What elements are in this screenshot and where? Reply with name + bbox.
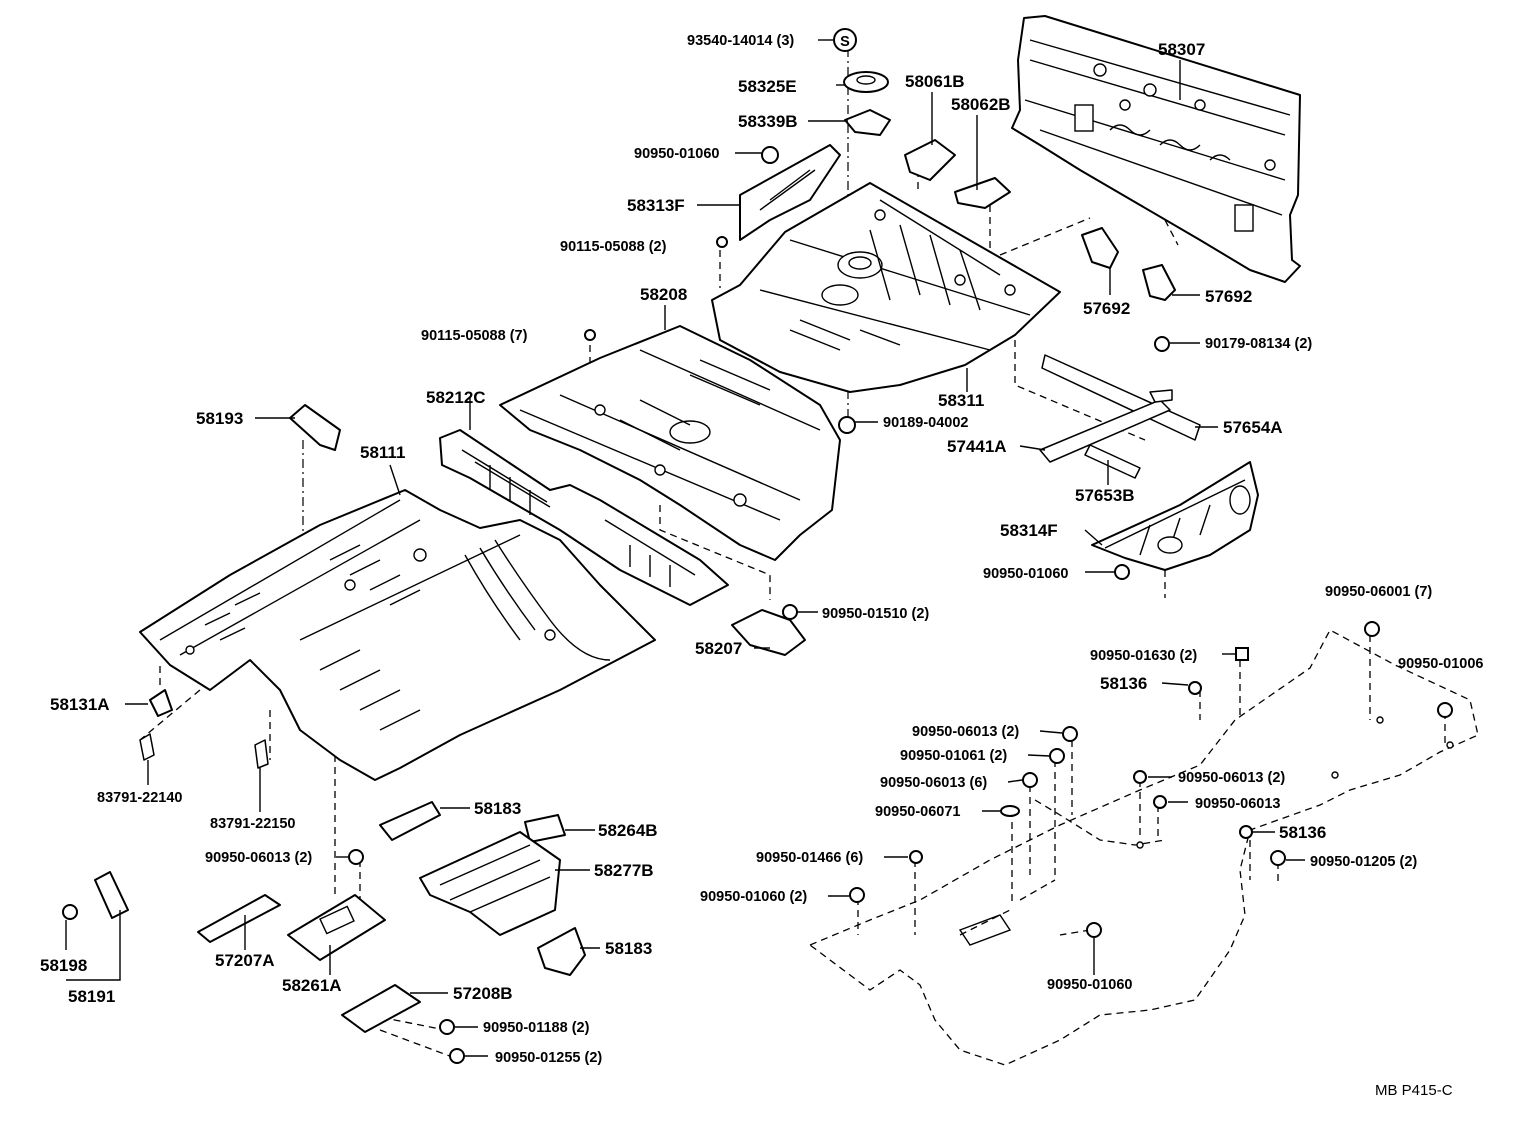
label-57441a: 57441A — [947, 437, 1007, 456]
label-90950-06071: 90950-06071 — [875, 804, 960, 820]
label-58207: 58207 — [695, 639, 742, 658]
label-57692-a: 57692 — [1083, 299, 1130, 318]
label-57208b: 57208B — [453, 984, 513, 1003]
part-58111-front-floor — [139, 489, 656, 781]
label-90950-01205: 90950-01205 (2) — [1310, 854, 1417, 870]
label-58307: 58307 — [1158, 40, 1205, 59]
part-58307-rear-panel — [1011, 15, 1301, 283]
part-58212c-side-member — [439, 429, 729, 606]
part-cross-members — [1039, 354, 1201, 479]
label-90115-05088-7: 90115-05088 (7) — [421, 328, 528, 344]
label-58314f: 58314F — [1000, 521, 1058, 540]
fastener-symbols: S — [348, 28, 1453, 1064]
label-58264b: 58264B — [598, 821, 658, 840]
label-90950-01006: 90950-01006 — [1398, 656, 1483, 672]
label-90179-08134: 90179-08134 (2) — [1205, 336, 1312, 352]
label-90950-06013-2a: 90950-06013 (2) — [912, 724, 1019, 740]
label-58183-b: 58183 — [605, 939, 652, 958]
label-58191: 58191 — [68, 987, 115, 1006]
label-57653b: 57653B — [1075, 486, 1135, 505]
label-58212c: 58212C — [426, 388, 486, 407]
label-58061b: 58061B — [905, 72, 965, 91]
label-58311: 58311 — [938, 391, 984, 410]
label-90950-06013-2b: 90950-06013 (2) — [1178, 770, 1285, 786]
part-floor-carpet — [808, 629, 1479, 1066]
label-57654a: 57654A — [1223, 418, 1283, 437]
part-small-brackets — [62, 71, 1176, 1033]
label-90115-05088-2: 90115-05088 (2) — [560, 239, 667, 255]
label-58062b: 58062B — [951, 95, 1011, 114]
label-58339b: 58339B — [738, 112, 798, 131]
label-58208: 58208 — [640, 285, 687, 304]
label-90950-06013-6: 90950-06013 (6) — [880, 775, 987, 791]
label-58131a: 58131A — [50, 695, 110, 714]
label-90950-01466: 90950-01466 (6) — [756, 850, 863, 866]
label-57692-b: 57692 — [1205, 287, 1252, 306]
label-90950-01060-a: 90950-01060 — [634, 146, 719, 162]
label-58313f: 58313F — [627, 196, 685, 215]
label-58198: 58198 — [40, 956, 87, 975]
label-83791-22140: 83791-22140 — [97, 790, 182, 806]
label-58183-a: 58183 — [474, 799, 521, 818]
label-90950-06001: 90950-06001 (7) — [1325, 584, 1432, 600]
label-90950-01060-b: 90950-01060 — [983, 566, 1068, 582]
label-58277b: 58277B — [594, 861, 654, 880]
drawing-id: MB P415-C — [1375, 1082, 1453, 1099]
label-58136-b: 58136 — [1279, 823, 1326, 842]
label-90950-01510: 90950-01510 (2) — [822, 606, 929, 622]
s-mark-label: S — [840, 34, 850, 50]
label-83791-22150: 83791-22150 — [210, 816, 295, 832]
label-90950-01630: 90950-01630 (2) — [1090, 648, 1197, 664]
label-90189-04002: 90189-04002 — [883, 415, 968, 431]
label-90950-01060-2: 90950-01060 (2) — [700, 889, 807, 905]
leader-lines — [65, 39, 1305, 1057]
s-mark-icon — [833, 28, 857, 52]
label-90950-01061: 90950-01061 (2) — [900, 748, 1007, 764]
label-57207a: 57207A — [215, 951, 275, 970]
part-58314f-panel — [1091, 461, 1259, 571]
part-labels: 93540-14014 (3) 58325E 58339B 90950-0106… — [40, 33, 1483, 1099]
label-93540-14014: 93540-14014 (3) — [687, 33, 794, 49]
part-58311-rear-floor — [711, 182, 1061, 393]
label-90950-06013-2c: 90950-06013 (2) — [205, 850, 312, 866]
label-90950-01255: 90950-01255 (2) — [495, 1050, 602, 1066]
label-58261a: 58261A — [282, 976, 342, 995]
label-90950-01060-c: 90950-01060 — [1047, 977, 1132, 993]
label-90950-06013: 90950-06013 — [1195, 796, 1280, 812]
label-58111: 58111 — [360, 443, 405, 462]
label-58325e: 58325E — [738, 77, 797, 96]
label-58193: 58193 — [196, 409, 243, 428]
part-58208-center-floor — [499, 325, 841, 561]
label-58136-a: 58136 — [1100, 674, 1147, 693]
label-90950-01188: 90950-01188 (2) — [483, 1020, 590, 1036]
